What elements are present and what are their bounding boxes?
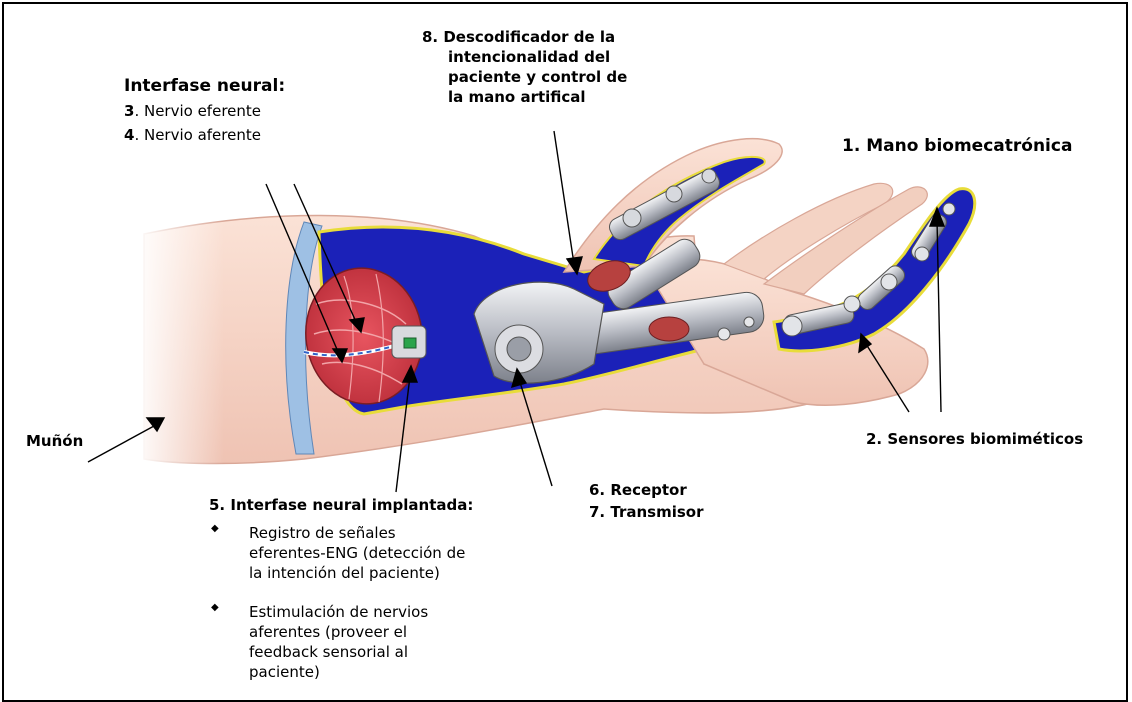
decoder-label: 8. Descodificador de la intencionalidad … (422, 27, 627, 107)
decoder-label-line-1: 8. Descodificador de la (422, 27, 627, 47)
implant-bullet-1-line-2: eferentes-ENG (detección de (249, 543, 465, 563)
hand-label: 1. Mano biomecatrónica (842, 136, 1072, 156)
bullet-icon: ◆ (211, 602, 219, 613)
implant-bullet-1: Registro de señales eferentes-ENG (detec… (249, 523, 465, 583)
receiver-transmitter-unit (474, 282, 604, 383)
decoder-label-line-2: intencionalidad del (422, 47, 627, 67)
receiver-label: 6. Receptor (589, 481, 687, 499)
implant-bullet-2-line-3: feedback sensorial al (249, 642, 428, 662)
efferent-nerve-label: 3. Nervio eferente (124, 102, 261, 120)
implant-bullet-2-line-4: paciente) (249, 662, 428, 682)
implant-bullet-2: Estimulación de nervios aferentes (prove… (249, 602, 428, 682)
afferent-nerve-number: 4 (124, 126, 134, 144)
sensors-label: 2. Sensores biomiméticos (866, 430, 1083, 448)
stump-label: Muñón (26, 432, 83, 450)
efferent-nerve-text: . Nervio eferente (134, 102, 261, 120)
implant-bullet-2-line-2: aferentes (proveer el (249, 622, 428, 642)
implant-bullet-1-line-1: Registro de señales (249, 523, 465, 543)
afferent-nerve-text: . Nervio aferente (134, 126, 261, 144)
implant-heading: 5. Interfase neural implantada: (209, 496, 473, 514)
efferent-nerve-number: 3 (124, 102, 134, 120)
decoder-label-line-4: la mano artifical (422, 87, 627, 107)
afferent-nerve-label: 4. Nervio aferente (124, 126, 261, 144)
implant-bullet-2-line-1: Estimulación de nervios (249, 602, 428, 622)
implant-bullet-1-line-3: la intención del paciente) (249, 563, 465, 583)
transmitter-label: 7. Transmisor (589, 503, 703, 521)
neural-interface-heading: Interfase neural: (124, 76, 285, 96)
decoder-label-line-3: paciente y control de (422, 67, 627, 87)
bullet-icon: ◆ (211, 523, 219, 534)
